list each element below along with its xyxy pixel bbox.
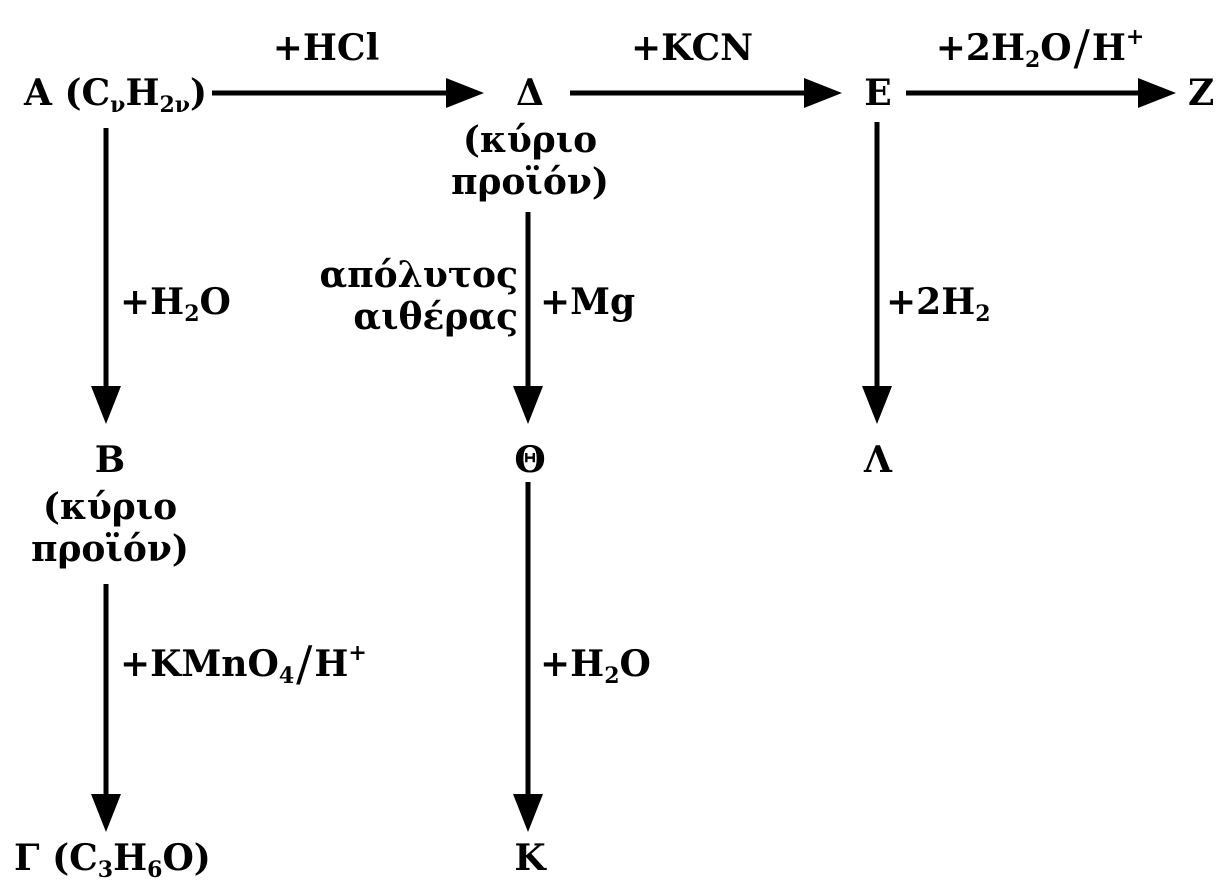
reagent-kmno4: +KMnO4/H+ (120, 636, 367, 692)
reagent-hcl: +HCl (272, 27, 380, 69)
arrow-b-to-g (91, 584, 121, 832)
compound-k: Κ (514, 837, 546, 879)
compound-th: Θ (514, 439, 546, 481)
reagent-kcn: +KCN (630, 27, 754, 69)
arrow-th-to-k (513, 482, 543, 832)
compound-b: Β (94, 439, 126, 481)
compound-g: Γ (C3H6O) (14, 837, 211, 883)
arrow-a-to-b (91, 128, 121, 424)
compound-z: Ζ (1188, 72, 1215, 114)
compound-e: Ε (864, 72, 892, 114)
compound-a: Α (CνH2ν) (24, 72, 208, 118)
arrow-d-to-th (513, 212, 543, 424)
reagent-water-acid: +2H2O/H+ (935, 20, 1145, 76)
reagent-hydrogen: +2H2 (886, 281, 991, 327)
compound-d: Δ (516, 72, 544, 114)
arrow-e-to-z (906, 78, 1176, 108)
arrow-a-to-d (212, 78, 484, 108)
reagent-mg: +Mg (540, 281, 636, 323)
reagent-water-b: +H2O (120, 281, 231, 327)
reagent-water-k: +H2O (540, 643, 651, 689)
compound-l: Λ (864, 439, 892, 481)
arrow-d-to-e (570, 78, 842, 108)
arrow-e-to-l (862, 122, 892, 424)
